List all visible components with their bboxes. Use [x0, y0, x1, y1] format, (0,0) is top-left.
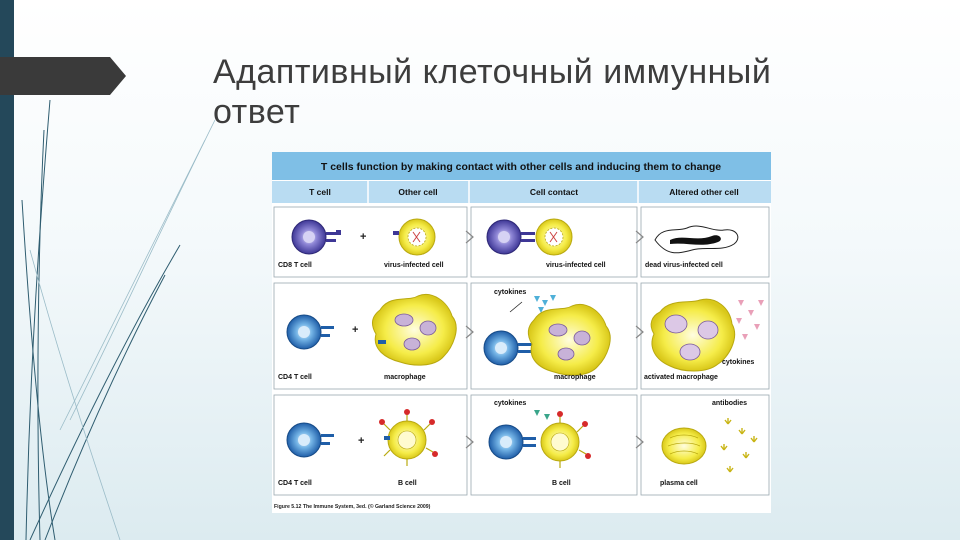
title-arrow-marker	[0, 57, 126, 95]
row3-contact-label: B cell	[552, 480, 571, 487]
column-header-bar	[272, 181, 771, 203]
column-header-cell-contact: Cell contact	[530, 187, 578, 197]
antibody-icons	[720, 418, 758, 473]
row2-contact-label: macrophage	[554, 374, 596, 381]
row3-result-label: plasma cell	[660, 480, 698, 487]
contact-macrophage	[527, 304, 611, 376]
contact-virus-infected-cell	[535, 218, 573, 256]
row3-result-note: antibodies	[712, 400, 747, 407]
row2-other-cell-label: macrophage	[384, 374, 426, 381]
figure-header: T cells function by making contact with …	[321, 161, 721, 173]
cytokine-triangles-result	[736, 300, 764, 340]
row2-result-note: cytokines	[722, 359, 754, 366]
row1-other-cell-label: virus-infected cell	[384, 262, 444, 269]
dead-cell	[654, 225, 739, 254]
activated-macrophage	[650, 298, 736, 372]
row1-contact-label: virus-infected cell	[546, 262, 606, 269]
cd8-contact-t-cell	[486, 219, 535, 255]
virus-infected-cell	[393, 218, 436, 256]
plus-sign-3: +	[358, 435, 364, 447]
contact-b-cell	[540, 411, 591, 468]
row2-t-cell-label: CD4 T cell	[278, 374, 312, 381]
row2-result-label: activated macrophage	[644, 374, 718, 381]
plus-sign-2: +	[352, 324, 358, 336]
b-cell	[379, 409, 438, 466]
row3-t-cell-label: CD4 T cell	[278, 480, 312, 487]
immune-figure: T cells function by making contact with …	[272, 152, 771, 513]
row1-t-cell-label: CD8 T cell	[278, 262, 312, 269]
plus-sign: +	[360, 231, 366, 243]
column-header-altered-cell: Altered other cell	[669, 187, 738, 197]
cd4-contact-t-cell	[483, 330, 532, 366]
figure-header-bar	[272, 152, 771, 180]
cytokine-triangles-contact	[534, 295, 556, 313]
row3-contact-note: cytokines	[494, 400, 526, 407]
cytokine-triangles-bcell	[534, 410, 550, 420]
row3-other-cell-label: B cell	[398, 480, 417, 487]
row1-result-label: dead virus-infected cell	[645, 262, 723, 269]
cd4-t-cell-2	[286, 422, 334, 458]
slide-title: Адаптивный клеточный иммунный ответ	[213, 52, 853, 132]
row2-contact-note: cytokines	[494, 289, 526, 296]
macrophage	[372, 294, 457, 366]
column-header-other-cell: Other cell	[398, 187, 437, 197]
left-dark-bar	[0, 0, 14, 540]
cd8-t-cell	[291, 219, 341, 255]
slide-title-line-2: ответ	[213, 93, 301, 131]
plasma-cell	[661, 427, 707, 465]
column-header-t-cell: T cell	[309, 187, 331, 197]
cd4-contact-t-cell-2	[488, 424, 536, 460]
figure-caption: Figure 5.12 The Immune System, 3ed. (© G…	[274, 503, 431, 510]
cd4-t-cell	[286, 314, 334, 350]
decorative-lines	[21, 99, 216, 540]
slide-title-line-1: Адаптивный клеточный иммунный	[213, 53, 772, 91]
